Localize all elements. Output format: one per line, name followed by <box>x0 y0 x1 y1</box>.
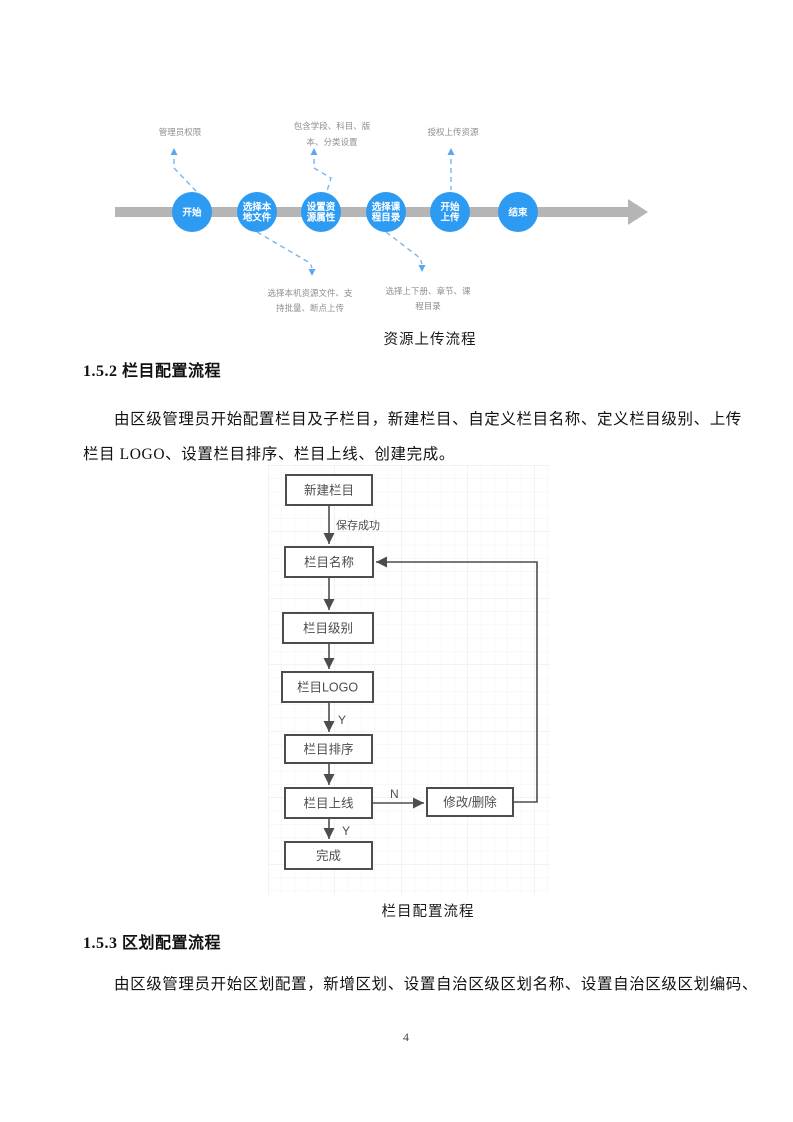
flow-node-2: 栏目级别 <box>282 612 374 644</box>
flow-node-0: 新建栏目 <box>285 474 373 506</box>
svg-text:源属性: 源属性 <box>307 212 336 224</box>
svg-text:栏目上线: 栏目上线 <box>303 796 354 811</box>
annotation-text: 本、分类设置 <box>306 137 358 147</box>
paragraph-line: 栏目 LOGO、设置栏目排序、栏目上线、创建完成。 <box>83 446 455 463</box>
annotation-text: 程目录 <box>415 301 441 311</box>
flowchart-caption: 栏目配置流程 <box>381 904 475 920</box>
svg-text:地文件: 地文件 <box>243 212 272 224</box>
flow-node-7: 完成 <box>284 841 373 870</box>
svg-text:开始: 开始 <box>182 207 202 219</box>
up-arrow-icon <box>310 148 318 155</box>
timeline-arrow-icon <box>628 199 648 225</box>
annotation-text: 选择本机资源文件、支 <box>267 288 353 298</box>
section-heading-1-5-2: 1.5.2 栏目配置流程 <box>83 363 222 380</box>
up-arrow-icon <box>170 148 178 155</box>
dashed-connector <box>173 150 198 193</box>
annotation-text: 管理员权限 <box>159 127 202 137</box>
flow-node-6: 修改/删除 <box>426 787 514 817</box>
flow-node-5: 栏目上线 <box>284 787 373 819</box>
svg-text:新建栏目: 新建栏目 <box>304 483 354 498</box>
svg-text:栏目LOGO: 栏目LOGO <box>297 680 358 695</box>
edge-label-yes1: Y <box>338 713 346 727</box>
down-arrow-icon <box>308 269 316 276</box>
annotation-text: 包含学段、科目、版 <box>294 121 371 131</box>
flow-edge <box>376 556 538 803</box>
svg-text:开始: 开始 <box>440 201 460 213</box>
flow-node-1: 栏目名称 <box>284 546 374 578</box>
annotation-text: 持批量、断点上传 <box>276 303 345 313</box>
svg-text:栏目名称: 栏目名称 <box>304 555 354 570</box>
flow-node-4: 栏目排序 <box>284 734 373 764</box>
timeline-node-5: 结束 <box>498 192 538 232</box>
timeline-node-0: 开始 <box>172 192 212 232</box>
dashed-connector <box>385 231 423 265</box>
flow-node-3: 栏目LOGO <box>281 671 374 703</box>
svg-text:选择课: 选择课 <box>372 201 401 213</box>
svg-text:结束: 结束 <box>507 207 528 219</box>
timeline-caption: 资源上传流程 <box>383 332 477 348</box>
down-arrow-icon <box>418 265 426 272</box>
up-arrow-icon <box>447 148 455 155</box>
annotation-text: 选择上下册、章节、课 <box>385 286 471 296</box>
dashed-connector <box>256 231 313 269</box>
edge-label-no: N <box>390 787 399 801</box>
svg-text:栏目级别: 栏目级别 <box>303 621 353 636</box>
svg-text:程目录: 程目录 <box>372 212 401 224</box>
svg-text:选择本: 选择本 <box>243 201 272 213</box>
page-number: 4 <box>403 1030 409 1044</box>
svg-text:栏目排序: 栏目排序 <box>303 742 353 757</box>
section-heading-1-5-3: 1.5.3 区划配置流程 <box>83 935 222 952</box>
edge-label-save: 保存成功 <box>336 518 380 532</box>
paragraph-line: 由区级管理员开始区划配置，新增区划、设置自治区级区划名称、设置自治区级区划编码、 <box>114 976 759 993</box>
edge-label-yes2: Y <box>342 824 350 838</box>
svg-text:设置资: 设置资 <box>307 201 336 213</box>
resource-upload-flow-diagram: 开始选择本地文件设置资源属性选择课程目录开始上传结束管理员权限包含学段、科目、版… <box>115 121 648 313</box>
paragraph-line: 由区级管理员开始配置栏目及子栏目，新建栏目、自定义栏目名称、定义栏目级别、上传 <box>114 411 742 428</box>
dashed-connector <box>313 150 332 192</box>
annotation-text: 授权上传资源 <box>427 127 479 137</box>
svg-text:修改/删除: 修改/删除 <box>443 795 497 810</box>
svg-text:上传: 上传 <box>440 212 460 224</box>
svg-text:完成: 完成 <box>316 848 341 863</box>
